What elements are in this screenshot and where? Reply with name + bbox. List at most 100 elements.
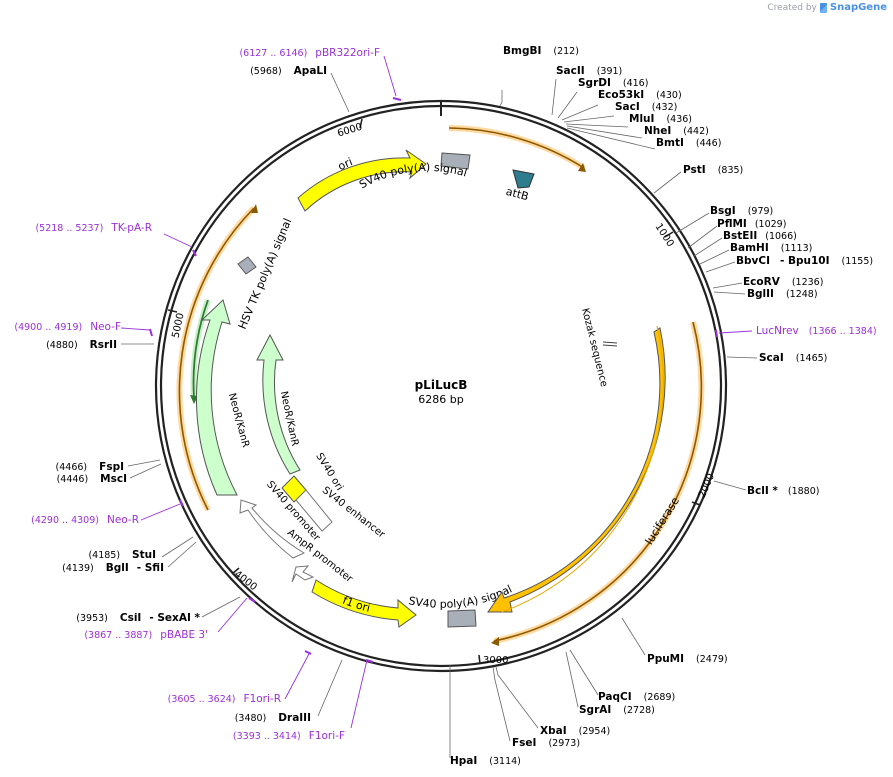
site-bbvci: BbvCI- Bpu10I(1155) [736, 255, 873, 267]
leader-paqci [569, 649, 599, 696]
leader-draiii [317, 659, 343, 717]
tick-1000 [664, 231, 674, 238]
leader-stui [161, 536, 194, 558]
backbone-outer-ring [154, 99, 728, 673]
sv40-polya-box-top [440, 152, 471, 170]
leader-xbai [495, 666, 539, 729]
kozak-label: Kozak sequence [579, 307, 609, 388]
hsv-tk-polya-box [237, 256, 257, 275]
leader-bglii [713, 291, 746, 295]
site-saci: SacI(432) [615, 101, 677, 113]
kozak-mark-a [602, 341, 618, 344]
leader-bmgbi [499, 90, 503, 107]
ori-feature [297, 149, 427, 212]
primer-lucnrev: LucNrev(1366 .. 1384) [756, 325, 877, 337]
primer-f1ori-f: (3393 .. 3414)F1ori-F [233, 730, 345, 742]
site-bsteii: BstEII(1066) [723, 230, 797, 242]
tick-5000 [167, 309, 178, 313]
site-mlui: MluI(436) [629, 113, 692, 125]
leader-bgli [167, 541, 197, 568]
primer-tk-pa-r: (5218 .. 5237)TK-pA-R [35, 222, 152, 234]
leader-apali [330, 72, 350, 113]
orf-arrowhead-left-outer [251, 204, 258, 213]
hsv-tk-polya-label: HSV TK poly(A) signal [236, 216, 295, 331]
orf-arrows [176, 125, 705, 646]
primer-mark-neo-r [179, 499, 184, 507]
leader-bbvci [705, 261, 736, 273]
site-bamhi: BamHI(1113) [730, 242, 812, 254]
orf-arrow-left-outer [178, 207, 255, 511]
tick-label-4000: 4000 [232, 569, 259, 593]
sv40-promoter-feature [239, 499, 306, 559]
site-fspi: (4466)FspI [56, 461, 124, 473]
leader-scai [726, 356, 758, 359]
primer-mark-f1ori-r [304, 650, 312, 655]
site-paqci: PaqCI(2689) [598, 691, 675, 703]
primer-leader-pbr322ori-f [383, 55, 397, 97]
tick-label-5000: 5000 [171, 312, 187, 339]
leader-sacii [551, 78, 557, 116]
primer-neo-f: (4900 .. 4919)Neo-F [14, 321, 121, 333]
leader-mlui [565, 123, 629, 128]
leader-fspi [127, 459, 161, 467]
site-rsrii: (4880)RsrII [46, 339, 117, 351]
site-stui: (4185)StuI [88, 549, 156, 561]
tick-4000 [231, 567, 240, 575]
plasmid-size: 6286 bp [418, 393, 463, 406]
site-sgrai: SgrAI(2728) [579, 704, 655, 716]
f1-ori-feature [311, 579, 417, 628]
sv40-polya-box-bottom [447, 609, 477, 628]
site-pflmi: PflMI(1029) [717, 218, 786, 230]
primer-leader-neo-r [140, 503, 181, 521]
neor-kanr-feature-inner [256, 333, 301, 475]
snapgene-logo-icon [819, 2, 827, 13]
primer-mark-pbr322ori-f [392, 97, 402, 101]
neor-kanr-label-outer: NeoR/KanR [226, 392, 251, 449]
leader-bmti [566, 127, 656, 150]
site-bgli: (4139)BglI- SfiI [62, 562, 164, 574]
site-bmgbi: BmgBI(212) [503, 45, 579, 57]
site-eco53ki: Eco53kI(430) [598, 89, 682, 101]
tick-2000 [691, 501, 701, 506]
leader-bcli [713, 480, 747, 491]
kozak-mark-b [602, 344, 618, 347]
primer-mark-f1ori-f [365, 659, 374, 663]
site-psti: PstI(835) [683, 164, 743, 176]
tick-label-1000: 1000 [653, 222, 676, 249]
primer-neo-r: (4290 .. 4309)Neo-R [31, 514, 139, 526]
attb-label: attB [504, 185, 530, 203]
leader-fsei [492, 666, 511, 742]
luciferase-edge [501, 325, 664, 613]
primer-leaders [120, 55, 753, 729]
primer-leader-tk-pa-r [163, 233, 193, 248]
site-msci: (4446)MscI [57, 473, 127, 485]
attb-feature [512, 169, 535, 189]
credit-text: Created by [767, 2, 817, 13]
neor-kanr-feature-outer [196, 299, 238, 496]
leader-psti [653, 171, 682, 194]
plasmid-name: pLiLucB [415, 378, 468, 392]
ampr-promoter-feature [291, 565, 315, 583]
leader-eco53ki [561, 104, 599, 121]
primer-mark-lucnrev [715, 329, 718, 338]
leader-bsgi [675, 212, 710, 234]
site-sgrdi: SgrDI(416) [578, 77, 648, 89]
primer-f1ori-r: (3605 .. 3624)F1ori-R [168, 693, 281, 705]
primer-leader-f1ori-f [350, 659, 368, 729]
sv40-enhancer-label: SV40 enhancer [320, 485, 387, 541]
sv40-enhancer-feature [295, 489, 333, 532]
leader-bsteii [693, 237, 723, 257]
snapgene-credit: Created by SnapGene [767, 2, 887, 13]
site-bsgi: BsgI(979) [710, 205, 773, 217]
orf-arrowhead-right [491, 637, 499, 646]
primer-labels: (6127 .. 6146)pBR322ori-F (5218 .. 5237)… [14, 47, 876, 742]
site-nhei: NheI(442) [644, 125, 709, 137]
enzyme-labels-left: (3480)DraIII (3953)CsiI- SexAI * (4185)S… [46, 65, 327, 724]
site-ppumi: PpuMI(2479) [647, 653, 728, 665]
ori-label: ori [336, 155, 355, 173]
leader-nhei [566, 125, 643, 139]
orf-arrowhead-top [578, 163, 586, 172]
primer-leader-pbabe3 [217, 597, 248, 633]
tick-label-2000: 2000 [697, 472, 717, 500]
